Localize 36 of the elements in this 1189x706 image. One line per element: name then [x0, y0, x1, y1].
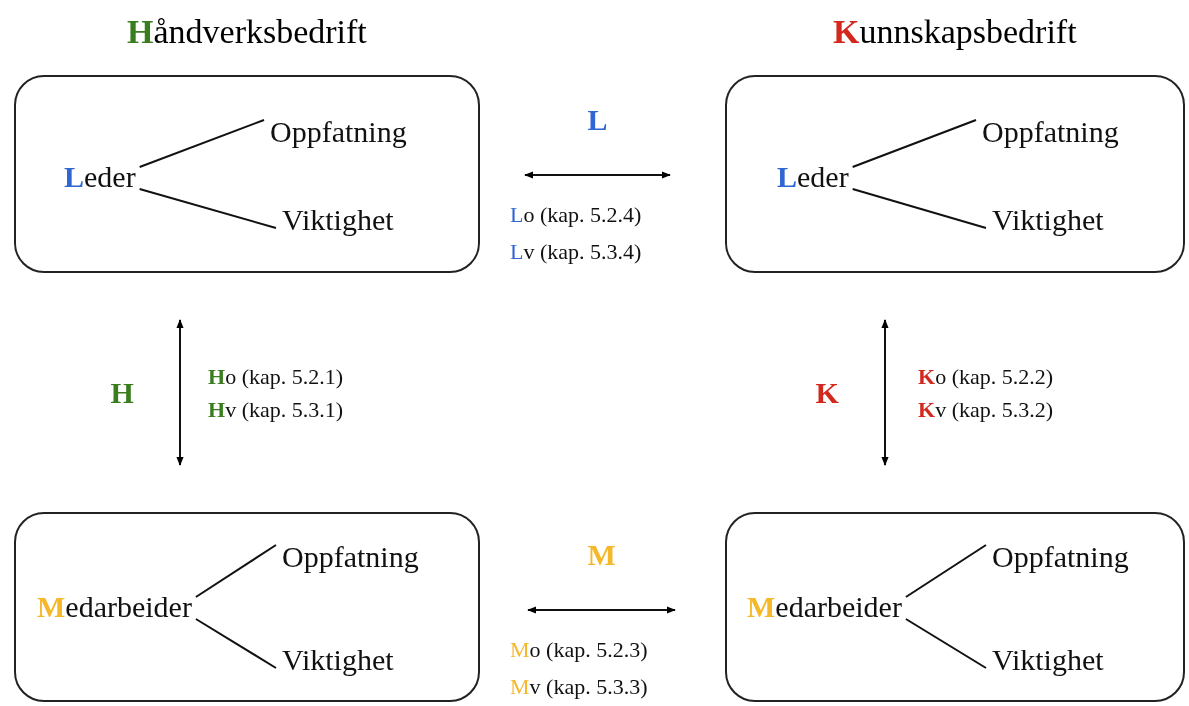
double-arrow	[524, 171, 671, 179]
node-label: Viktighet	[992, 643, 1104, 677]
rounded-box	[14, 512, 480, 702]
connector-line	[851, 119, 977, 168]
double-arrow	[176, 319, 184, 466]
chapter-reference: Mv (kap. 5.3.3)	[510, 674, 648, 700]
connector-line	[904, 618, 987, 669]
node-label: Oppfatning	[282, 540, 419, 574]
connector-line	[194, 544, 277, 598]
chapter-reference: Kv (kap. 5.3.2)	[918, 397, 1054, 423]
heading: Håndverksbedrift	[127, 12, 367, 52]
chapter-reference: Hv (kap. 5.3.1)	[208, 397, 344, 423]
heading: Kunnskapsbedrift	[833, 12, 1077, 52]
connector-line	[904, 544, 987, 598]
chapter-reference: Mo (kap. 5.2.3)	[510, 637, 648, 663]
chapter-reference: Lo (kap. 5.2.4)	[510, 202, 642, 228]
chapter-reference: Lv (kap. 5.3.4)	[510, 239, 642, 265]
connector-line	[851, 188, 987, 229]
node-label: Oppfatning	[270, 115, 407, 149]
chapter-reference: Ko (kap. 5.2.2)	[918, 364, 1054, 390]
chapter-reference: Ho (kap. 5.2.1)	[208, 364, 344, 390]
node-label: Oppfatning	[992, 540, 1129, 574]
node-label: Viktighet	[992, 203, 1104, 237]
node-label: Medarbeider	[37, 590, 192, 624]
double-arrow	[881, 319, 889, 466]
node-label: Leder	[777, 160, 849, 194]
node-label: Oppfatning	[982, 115, 1119, 149]
double-arrow	[527, 606, 676, 614]
node-label: Leder	[64, 160, 136, 194]
connector-line	[138, 188, 277, 229]
node-label: Viktighet	[282, 643, 394, 677]
connector-line	[138, 119, 265, 168]
node-label: Medarbeider	[747, 590, 902, 624]
node-label: Viktighet	[282, 203, 394, 237]
connector-line	[194, 618, 277, 669]
rounded-box	[725, 512, 1185, 702]
